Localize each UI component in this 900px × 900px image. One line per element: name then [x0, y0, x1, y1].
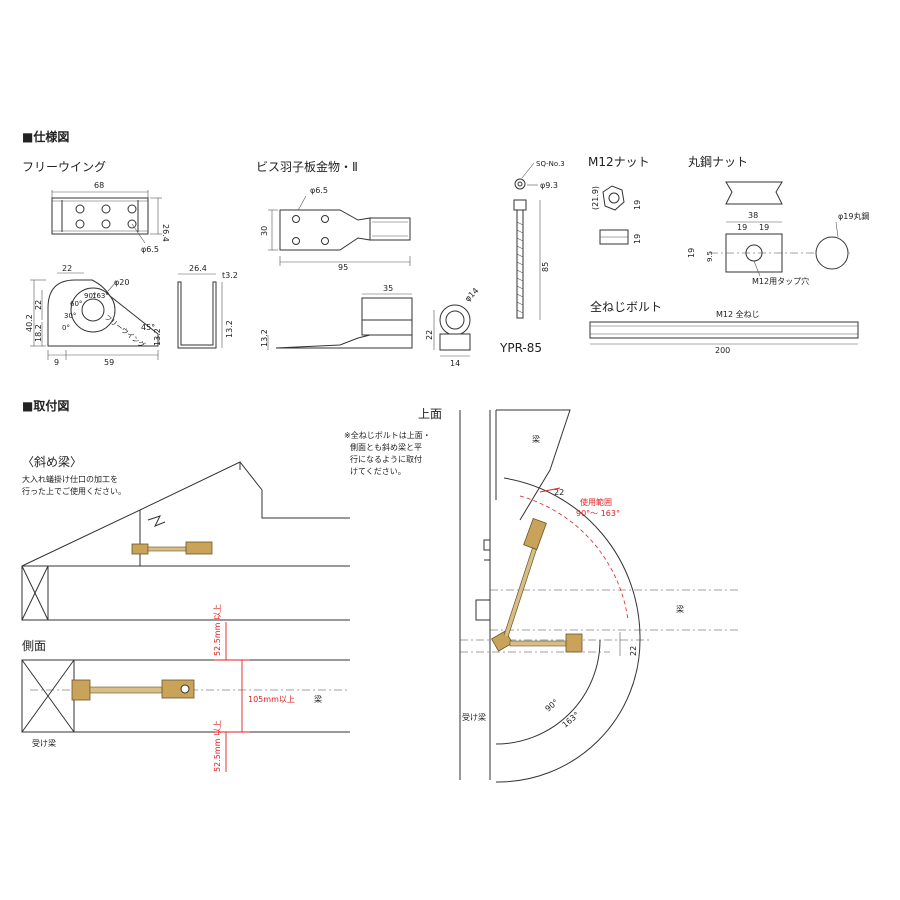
round-nut-d95-dim: 9.5 — [706, 251, 714, 262]
free-wing-scale-90: 90° — [84, 292, 96, 300]
round-nut-drawing: 丸鋼ナット 38 19 19 19 9.5 M12用タップ穴 φ19丸鋼 — [687, 155, 869, 286]
bolt-title: 全ねじボルト — [590, 299, 662, 314]
free-wing-scale-163: 163° — [92, 292, 109, 300]
m12-nut-d1-dim: (21.9) — [591, 186, 600, 210]
free-wing-h1-dim: 40.2 — [25, 314, 34, 332]
plate-d22-dim: 22 — [425, 330, 434, 340]
spec-section-heading: ■仕様図 — [22, 129, 69, 144]
side-beam-label: 梁 — [314, 695, 322, 704]
round-nut-title: 丸鋼ナット — [688, 155, 748, 169]
top-angle-163: 163° — [561, 710, 582, 729]
screw-head-dim: φ9.3 — [540, 181, 558, 190]
diag-title: 〈斜め梁〉 — [22, 454, 82, 469]
top-d22a: 22 — [554, 488, 564, 497]
bolt-label: M12 全ねじ — [716, 309, 760, 319]
top-note-line4: けてください。 — [350, 467, 406, 476]
free-wing-scale-30: 30° — [64, 312, 76, 320]
plate-top-dim: 35 — [383, 284, 393, 293]
diag-note-line1: 大入れ蟻掛け仕口の加工を — [22, 474, 118, 484]
top-note-line3: 行になるように取付 — [350, 454, 422, 464]
free-wing-hole-dim: φ6.5 — [141, 245, 159, 254]
free-wing-title: フリーウイング — [22, 160, 106, 174]
channel-width-dim: 26.4 — [189, 264, 207, 273]
round-nut-d19b-dim: 19 — [759, 223, 769, 232]
install-section-heading: ■取付図 — [22, 398, 69, 413]
plate-ring-dim: φ14 — [463, 286, 480, 303]
free-wing-angle-dim: 45° — [141, 323, 155, 332]
side-view-drawing: 側面 受け梁 梁 52.5mm 以上 105mm以上 52.5mm 以上 — [21, 604, 350, 772]
screw-washer-label: SQ-No.3 — [536, 160, 565, 168]
screw-drawing: SQ-No.3 φ9.3 85 YPR-85 — [499, 160, 565, 355]
threaded-bolt-drawing: 全ねじボルト M12 全ねじ 200 — [589, 299, 859, 355]
top-view-drawing: 上面 ※全ねじボルトは上面・ 側面とも斜め梁と平 行になるように取付 けてくださ… — [344, 407, 740, 783]
free-wing-drawing: フリーウイング 68 26.4 φ6.5 22 φ20 90° 60° 30° — [22, 160, 170, 367]
top-beam-label: 梁 — [532, 435, 540, 444]
channel-height-dim: 13.2 — [225, 320, 234, 338]
top-note-line2: 側面とも斜め梁と平 — [350, 442, 422, 452]
diag-note-line2: 行った上でご使用ください。 — [22, 486, 126, 496]
round-nut-phi-label: φ19丸鋼 — [838, 211, 869, 221]
side-receive-label: 受け梁 — [32, 738, 56, 748]
plate-length-dim: 95 — [338, 263, 348, 272]
plate-hole-dim: φ6.5 — [310, 186, 328, 195]
channel-thickness-dim: t3.2 — [222, 271, 238, 280]
round-nut-d19a-dim: 19 — [737, 223, 747, 232]
free-wing-top-dim: 22 — [62, 264, 72, 273]
top-d22b: 22 — [629, 646, 638, 656]
screw-name: YPR-85 — [499, 341, 542, 355]
m12-nut-d3-dim: 19 — [633, 234, 642, 244]
side-dim-mid: 105mm以上 — [248, 695, 295, 704]
free-wing-ring-dim: φ20 — [114, 278, 129, 287]
round-nut-d38-dim: 38 — [748, 211, 758, 220]
side-dim-bot: 52.5mm 以上 — [213, 720, 222, 772]
channel-profile-drawing: 26.4 t3.2 13.2 — [177, 264, 238, 349]
top-angle-90: 90° — [544, 698, 561, 714]
top-title: 上面 — [418, 407, 442, 421]
free-wing-h3-dim: 18.2 — [34, 324, 43, 342]
free-wing-height-dim: 26.4 — [161, 224, 170, 242]
free-wing-b1-dim: 9 — [54, 358, 59, 367]
plate-height-dim: 30 — [260, 226, 269, 236]
round-nut-d19-dim: 19 — [687, 248, 696, 258]
free-wing-d1-dim: 13.2 — [153, 328, 162, 346]
free-wing-b2-dim: 59 — [104, 358, 114, 367]
round-nut-tap-label: M12用タップ穴 — [752, 276, 809, 286]
top-receive-label: 受け梁 — [462, 712, 486, 722]
side-dim-top: 52.5mm 以上 — [213, 604, 222, 656]
free-wing-h2-dim: 22 — [34, 300, 43, 310]
plate-side-dim: 13.2 — [260, 329, 269, 347]
free-wing-width-dim: 68 — [94, 181, 104, 190]
m12-nut-drawing: M12ナット (21.9) 19 19 — [588, 155, 650, 245]
plate-drawing: ビス羽子板金物・Ⅱ φ6.5 30 95 35 13.2 φ14 22 — [256, 159, 480, 368]
top-note-line1: ※全ねじボルトは上面・ — [344, 430, 431, 440]
free-wing-scale-0: 0° — [62, 324, 70, 332]
m12-nut-d2-dim: 19 — [633, 200, 642, 210]
plate-d14-dim: 14 — [450, 359, 460, 368]
plate-title: ビス羽子板金物・Ⅱ — [256, 159, 358, 174]
m12-nut-title: M12ナット — [588, 155, 650, 169]
top-range: 90°～ 163° — [576, 509, 620, 518]
side-title: 側面 — [22, 639, 46, 653]
top-beam2-label: 梁 — [676, 605, 684, 614]
screw-length-dim: 85 — [541, 262, 550, 272]
bolt-length-dim: 200 — [715, 346, 730, 355]
diagonal-beam-drawing: 〈斜め梁〉 大入れ蟻掛け仕口の加工を 行った上でご使用ください。 — [21, 454, 350, 621]
top-range-title: 使用範囲 — [580, 497, 612, 507]
free-wing-scale-60: 60° — [70, 300, 82, 308]
